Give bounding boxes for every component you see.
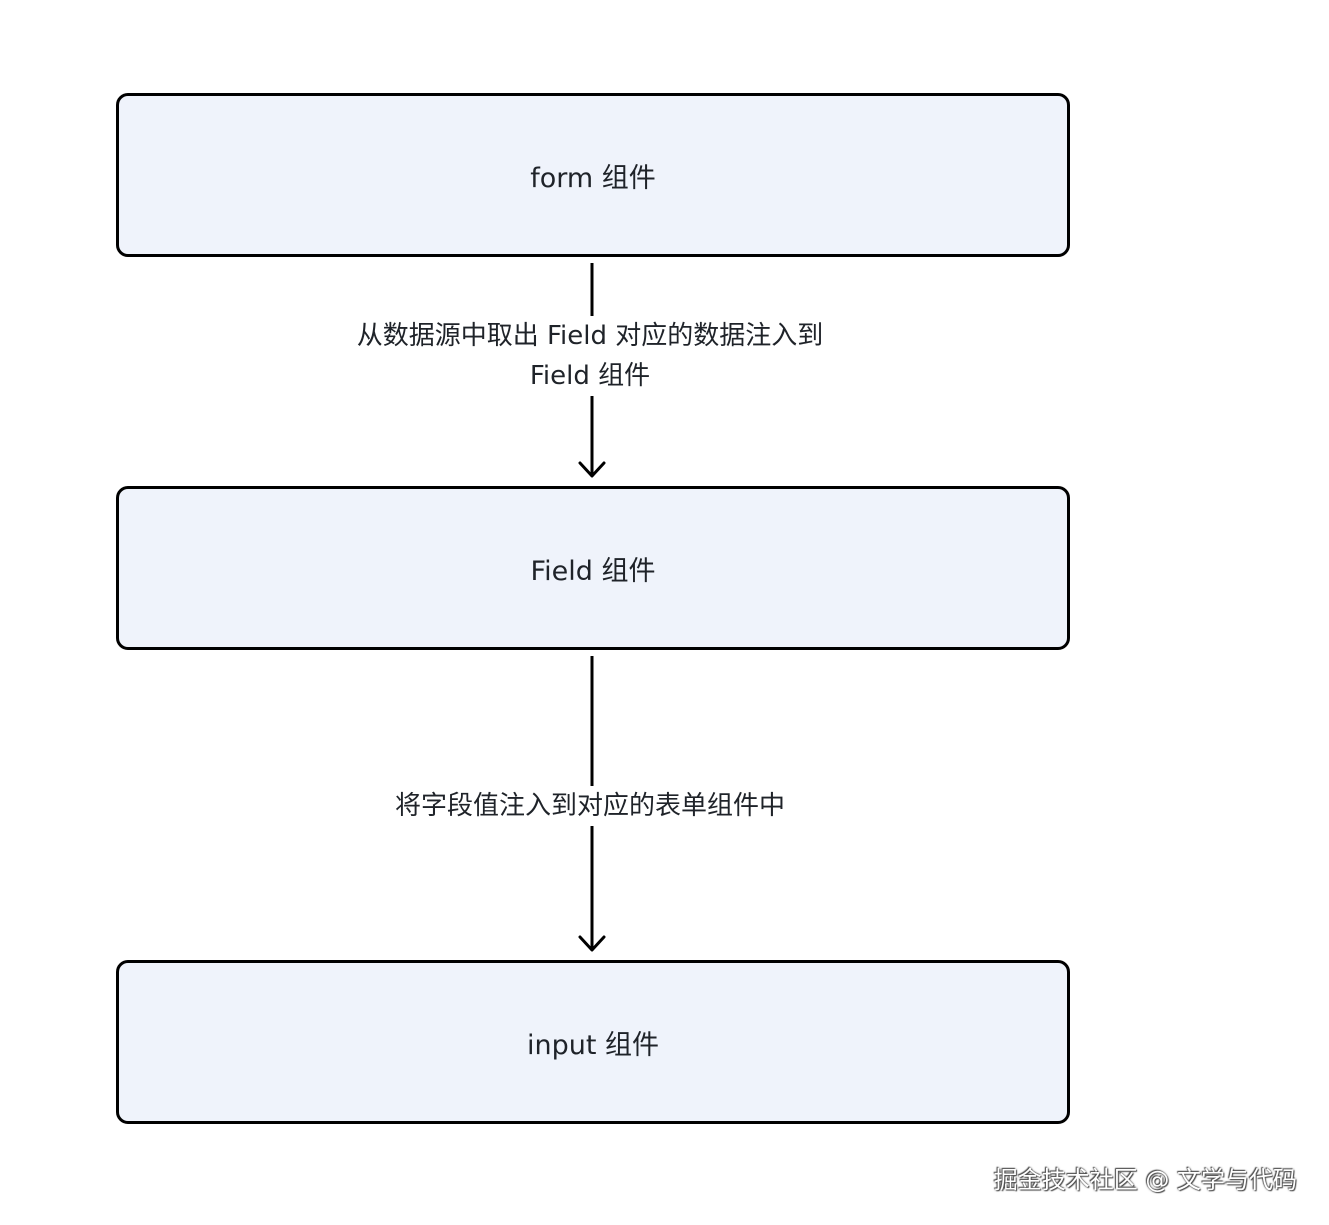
edge-label-form-to-field-line1: 从数据源中取出 Field 对应的数据注入到 bbox=[356, 321, 824, 351]
edge-label-field-to-input: 将字段值注入到对应的表单组件中 bbox=[300, 786, 880, 826]
arrow-form-to-field-head bbox=[578, 461, 606, 478]
input-component-node: input 组件 bbox=[116, 960, 1070, 1124]
edge-label-field-to-input-text: 将字段值注入到对应的表单组件中 bbox=[394, 791, 785, 821]
field-component-node: Field 组件 bbox=[116, 486, 1070, 650]
form-component-node: form 组件 bbox=[116, 93, 1070, 257]
form-component-label: form 组件 bbox=[530, 162, 656, 194]
edge-label-form-to-field: 从数据源中取出 Field 对应的数据注入到 Field 组件 bbox=[300, 316, 880, 396]
watermark: 掘金技术社区 @ 文学与代码 bbox=[993, 1166, 1297, 1194]
arrow-field-to-input-head bbox=[578, 935, 606, 952]
field-component-label: Field 组件 bbox=[530, 555, 656, 587]
input-component-label: input 组件 bbox=[526, 1029, 660, 1061]
edge-label-form-to-field-line2: Field 组件 bbox=[529, 361, 651, 391]
